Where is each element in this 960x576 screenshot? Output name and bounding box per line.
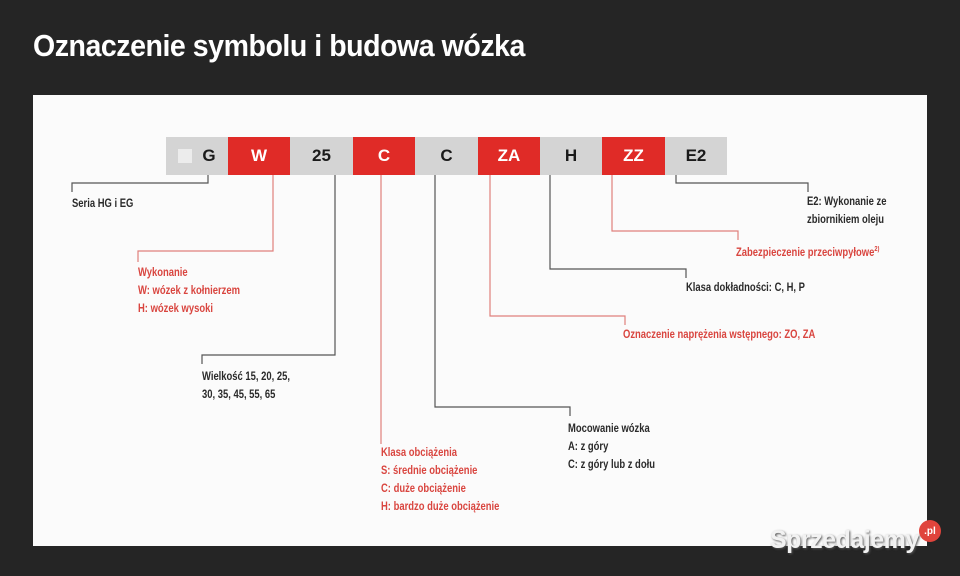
label-accuracy: Klasa dokładności: C, H, P xyxy=(686,282,805,294)
label-preload: Oznaczenie naprężenia wstępnego: ZO, ZA xyxy=(623,329,816,341)
segment-load-class: C xyxy=(353,137,415,175)
segment-oil-reservoir: E2 xyxy=(665,137,727,175)
page-title: Oznaczenie symbolu i budowa wózka xyxy=(33,28,525,63)
segment-accuracy: H xyxy=(540,137,602,175)
label-size: Wielkość 15, 20, 25, 30, 35, 45, 55, 65 xyxy=(202,371,290,401)
segment-series: G xyxy=(166,137,228,175)
label-oil-reservoir: E2: Wykonanie ze zbiornikiem oleju xyxy=(807,196,887,226)
segment-execution: W xyxy=(228,137,290,175)
model-code-strip: G W 25 C C ZA H ZZ E2 xyxy=(166,137,727,175)
segment-preload: ZA xyxy=(478,137,540,175)
segment-size: 25 xyxy=(290,137,353,175)
label-dust-protection: Zabezpieczenie przeciwpyłowe2) xyxy=(736,246,880,259)
label-series: Seria HG i EG xyxy=(72,198,134,210)
label-load-class: Klasa obciążenia S: średnie obciążenie C… xyxy=(381,447,500,513)
segment-dust-protection: ZZ xyxy=(602,137,665,175)
blank-square-icon xyxy=(178,149,193,163)
label-mounting: Mocowanie wózka A: z góry C: z góry lub … xyxy=(568,423,655,471)
label-execution: Wykonanie W: wózek z kołnierzem H: wózek… xyxy=(138,267,241,315)
watermark-logo: Sprzedajemy xyxy=(770,526,919,554)
watermark-badge: .pl xyxy=(919,520,941,542)
segment-mounting: C xyxy=(415,137,478,175)
